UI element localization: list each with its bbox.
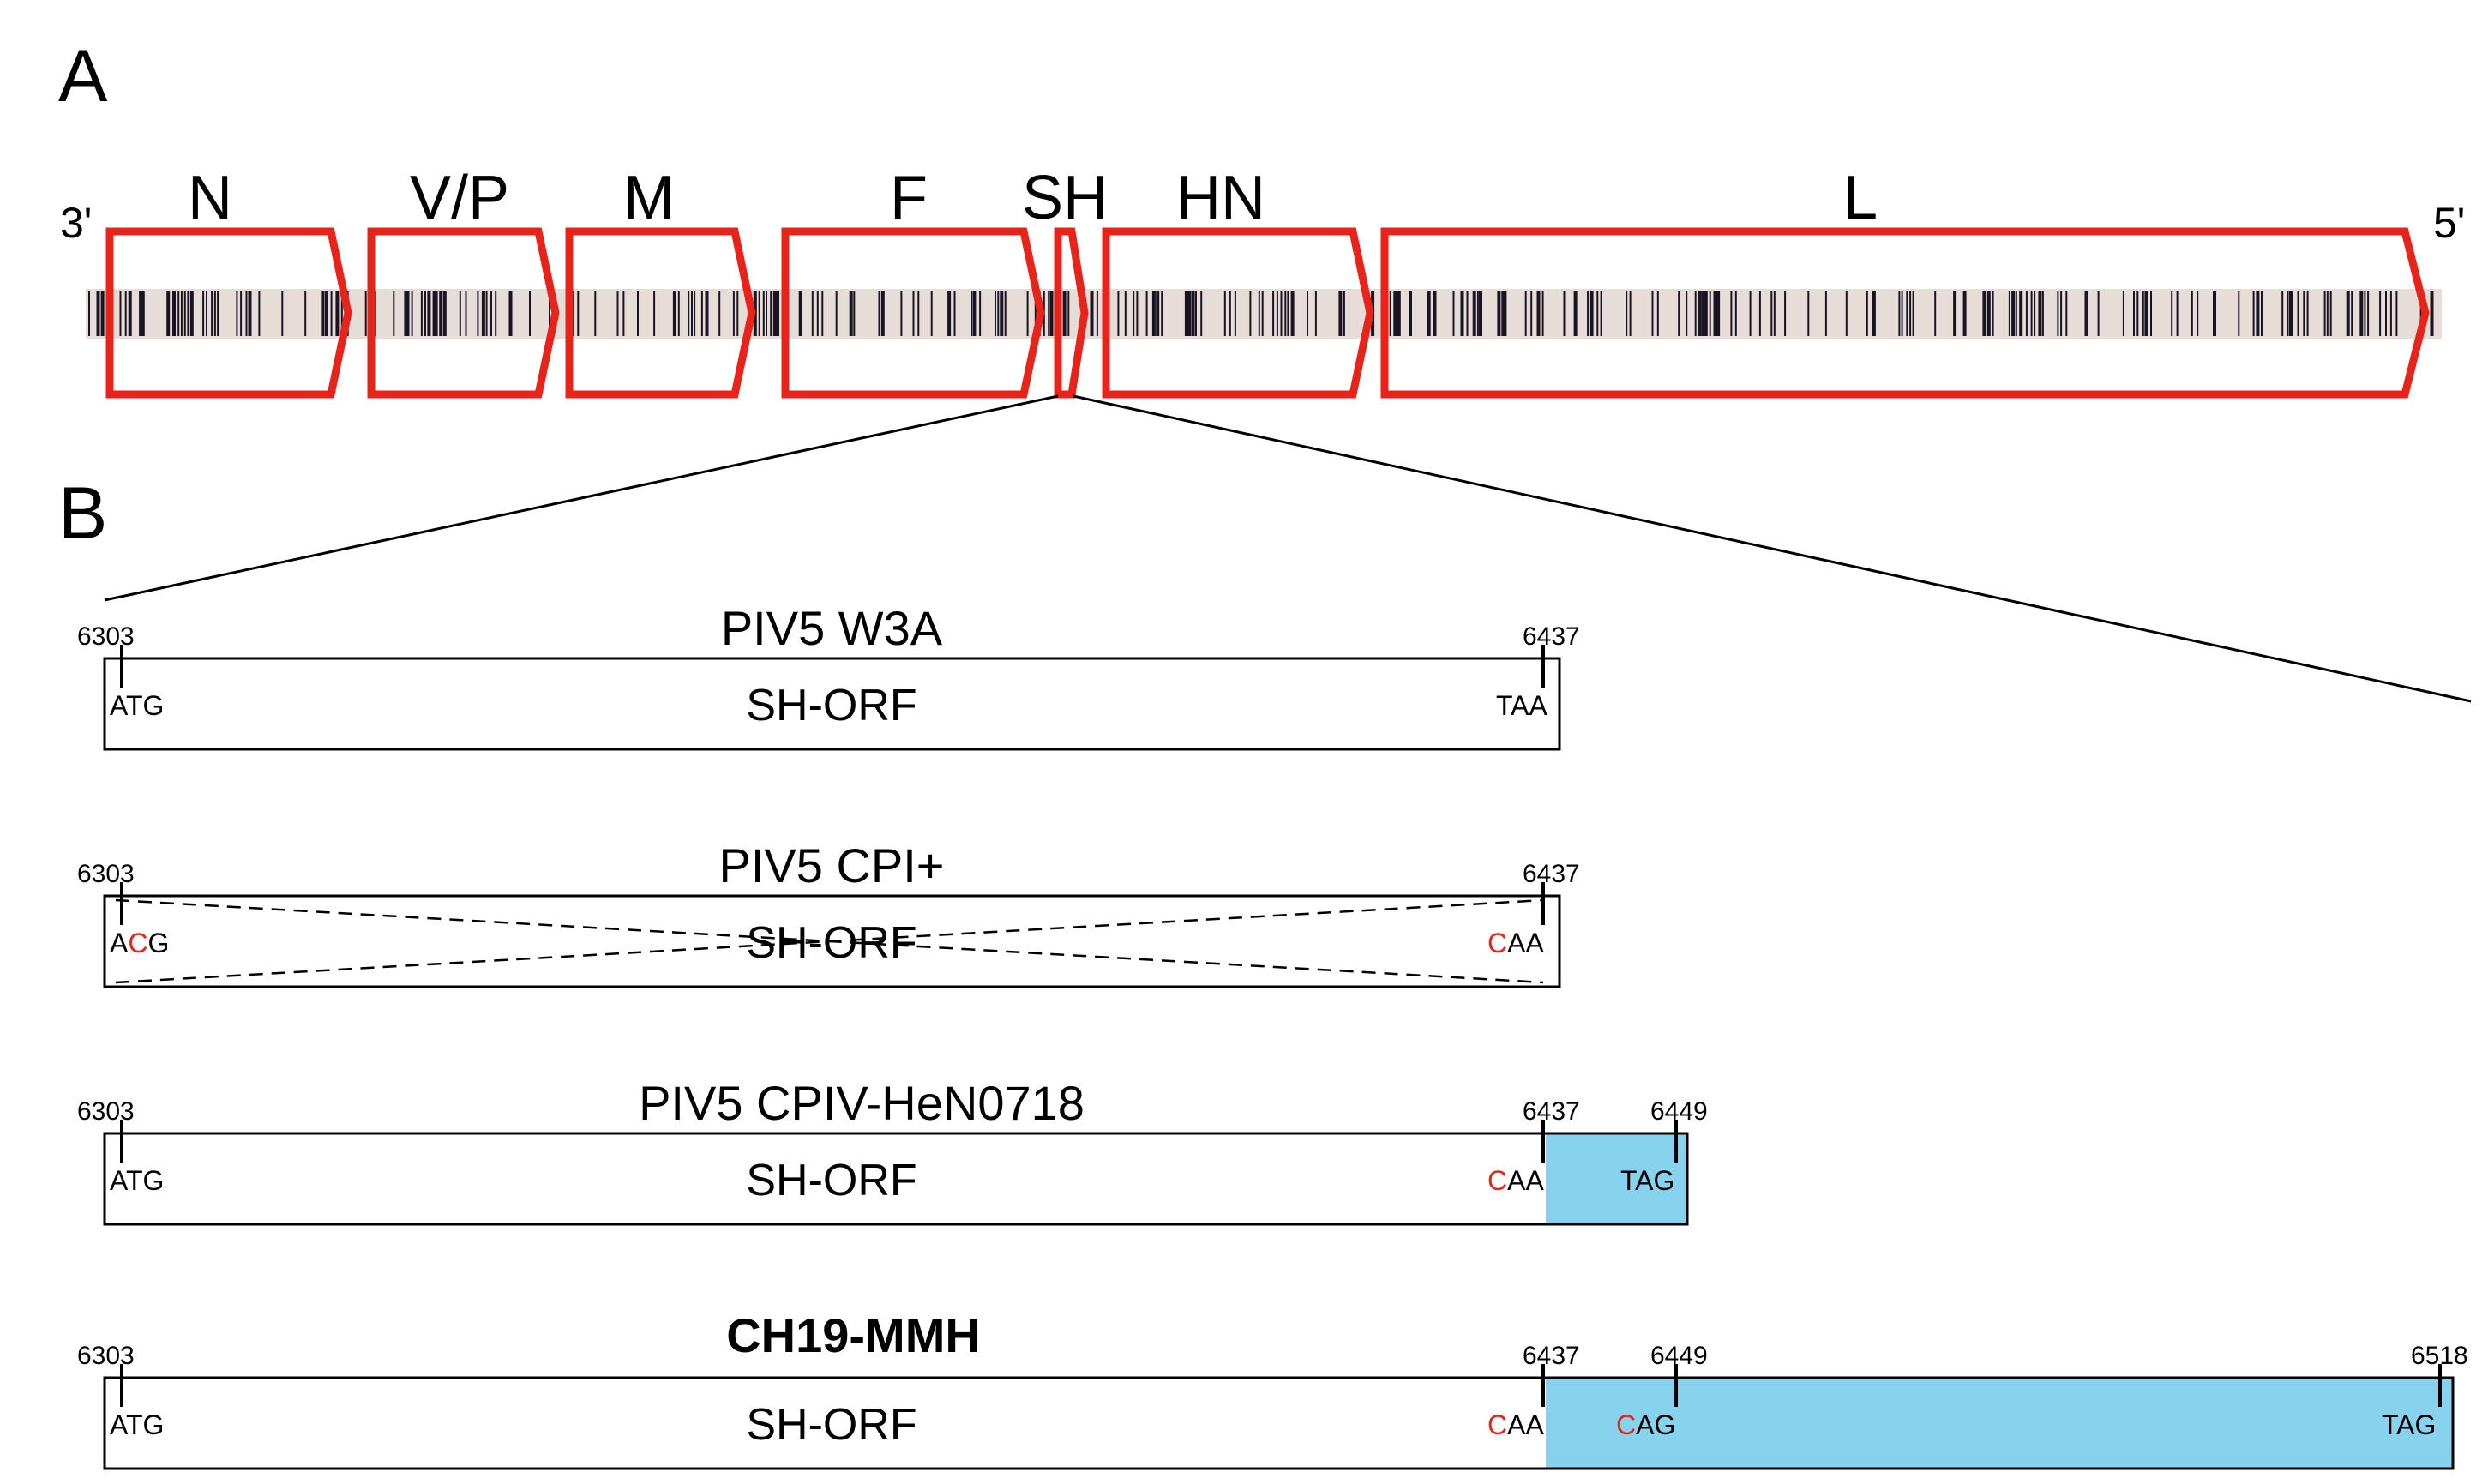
- gene-label-hn: HN: [1176, 164, 1265, 232]
- extension-region: [1546, 1133, 1687, 1224]
- position-label-end: 6449: [1650, 1097, 1708, 1126]
- gene-label-l: L: [1843, 164, 1878, 232]
- position-label-end: 6518: [2411, 1342, 2468, 1370]
- start-codon: ATG: [110, 1165, 164, 1196]
- construct-cpi-plus: 6303 6437 PIV5 CPI+ SH-ORF ACG CAA: [77, 838, 1580, 988]
- position-label-mid2: 6449: [1650, 1342, 1708, 1370]
- construct-title: PIV5 W3A: [721, 601, 943, 655]
- stop-codon: CAA: [1487, 1165, 1544, 1196]
- gene-label-vp: V/P: [410, 164, 509, 232]
- gene-arrow-l: [1380, 227, 2430, 399]
- position-label-start: 6303: [77, 1342, 135, 1370]
- gene-arrow-f: [781, 227, 1045, 399]
- position-label-start: 6303: [77, 1097, 135, 1126]
- orf-label: SH-ORF: [746, 681, 916, 730]
- panel-label-b: B: [58, 472, 107, 555]
- gene-label-f: F: [890, 164, 928, 232]
- position-label-mid: 6437: [1523, 1342, 1580, 1370]
- construct-w3a: 6303 6437 PIV5 W3A SH-ORF ATG TAA: [77, 601, 1580, 751]
- deletion-cross-line: [115, 898, 1544, 984]
- construct-ch19-mmh: 6303 6437 6449 6518 CH19-MMH SH-ORF ATG …: [77, 1308, 2468, 1470]
- orf-label: SH-ORF: [746, 1400, 916, 1450]
- ext-stop-codon: TAG: [2382, 1409, 2436, 1440]
- construct-title: PIV5 CPI+: [718, 838, 944, 892]
- mid-codon: CAG: [1616, 1409, 1675, 1440]
- start-codon: ATG: [110, 690, 164, 721]
- zoom-line-left: [104, 394, 1059, 602]
- orf-label: SH-ORF: [746, 918, 916, 968]
- position-label-mid: 6437: [1523, 1097, 1580, 1126]
- orf-box: [103, 1132, 1689, 1226]
- orf-label: SH-ORF: [746, 1156, 916, 1205]
- gene-arrow-n: [105, 227, 352, 399]
- construct-title: PIV5 CPIV-HeN0718: [639, 1076, 1085, 1130]
- zoom-line-right: [1073, 394, 2472, 703]
- end-label-3prime: 3': [60, 199, 92, 247]
- position-label-start: 6303: [77, 860, 135, 888]
- orf-box: [103, 657, 1561, 751]
- extension-region: [1546, 1378, 2453, 1469]
- gene-label-sh: SH: [1022, 164, 1108, 232]
- construct-cpiv-hen0718: 6303 6437 6449 PIV5 CPIV-HeN0718 SH-ORF …: [77, 1076, 1708, 1226]
- genome-map: 3' 5' N V/P M F SH HN L: [60, 164, 2465, 399]
- end-label-5prime: 5': [2433, 199, 2465, 247]
- stop-codon: TAA: [1496, 690, 1548, 721]
- orf-box: [103, 1376, 2455, 1470]
- stop-codon: CAA: [1487, 928, 1544, 958]
- gene-arrow-hn: [1102, 227, 1374, 399]
- position-label-end: 6437: [1523, 622, 1580, 651]
- stop-codon: CAA: [1487, 1409, 1544, 1440]
- sequence-ticks: [88, 291, 2434, 336]
- position-label-end: 6437: [1523, 860, 1580, 888]
- gene-arrow-m: [565, 227, 756, 399]
- orf-box: [103, 894, 1561, 988]
- start-codon: ATG: [110, 1409, 164, 1440]
- gene-arrow-vp: [367, 227, 560, 399]
- start-codon: ACG: [110, 928, 169, 958]
- gene-label-m: M: [623, 164, 675, 232]
- gene-arrow-sh: [1054, 227, 1089, 399]
- panel-label-a: A: [58, 35, 108, 117]
- position-label-start: 6303: [77, 622, 135, 651]
- construct-title: CH19-MMH: [726, 1308, 980, 1362]
- gene-label-n: N: [188, 164, 232, 232]
- ext-stop-codon: TAG: [1620, 1165, 1674, 1196]
